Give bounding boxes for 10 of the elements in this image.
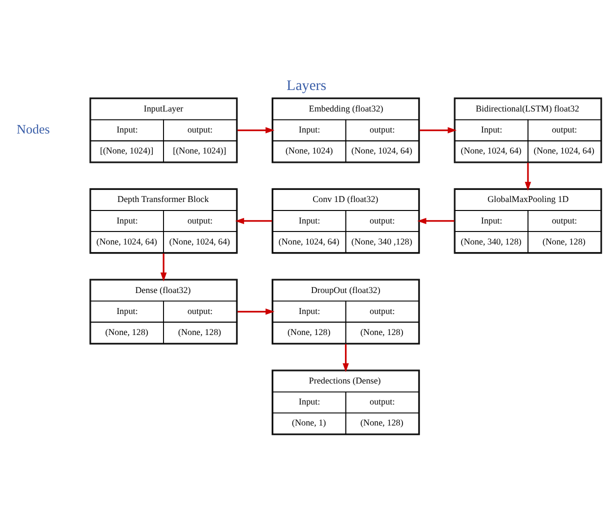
diagram-title: Layers — [286, 78, 326, 94]
arrow — [420, 126, 457, 133]
arrow — [238, 126, 274, 133]
arrow — [235, 217, 272, 224]
arrow — [417, 217, 454, 224]
label: Nodes — [16, 120, 50, 136]
arrow — [160, 252, 167, 281]
arrow — [342, 344, 349, 372]
arrow — [238, 308, 274, 314]
arrow — [524, 162, 532, 190]
